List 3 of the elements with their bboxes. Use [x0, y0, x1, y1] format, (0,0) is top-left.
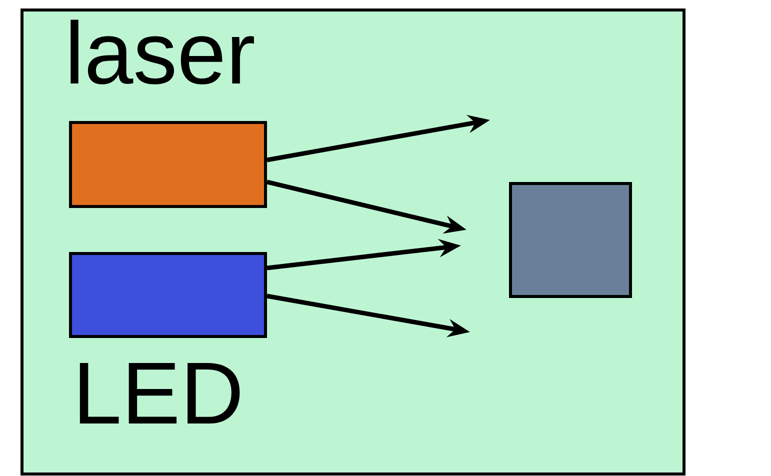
- box-heading: laser: [70, 20, 254, 84]
- detector-square: [509, 182, 632, 298]
- box-heading: LED: [80, 362, 240, 424]
